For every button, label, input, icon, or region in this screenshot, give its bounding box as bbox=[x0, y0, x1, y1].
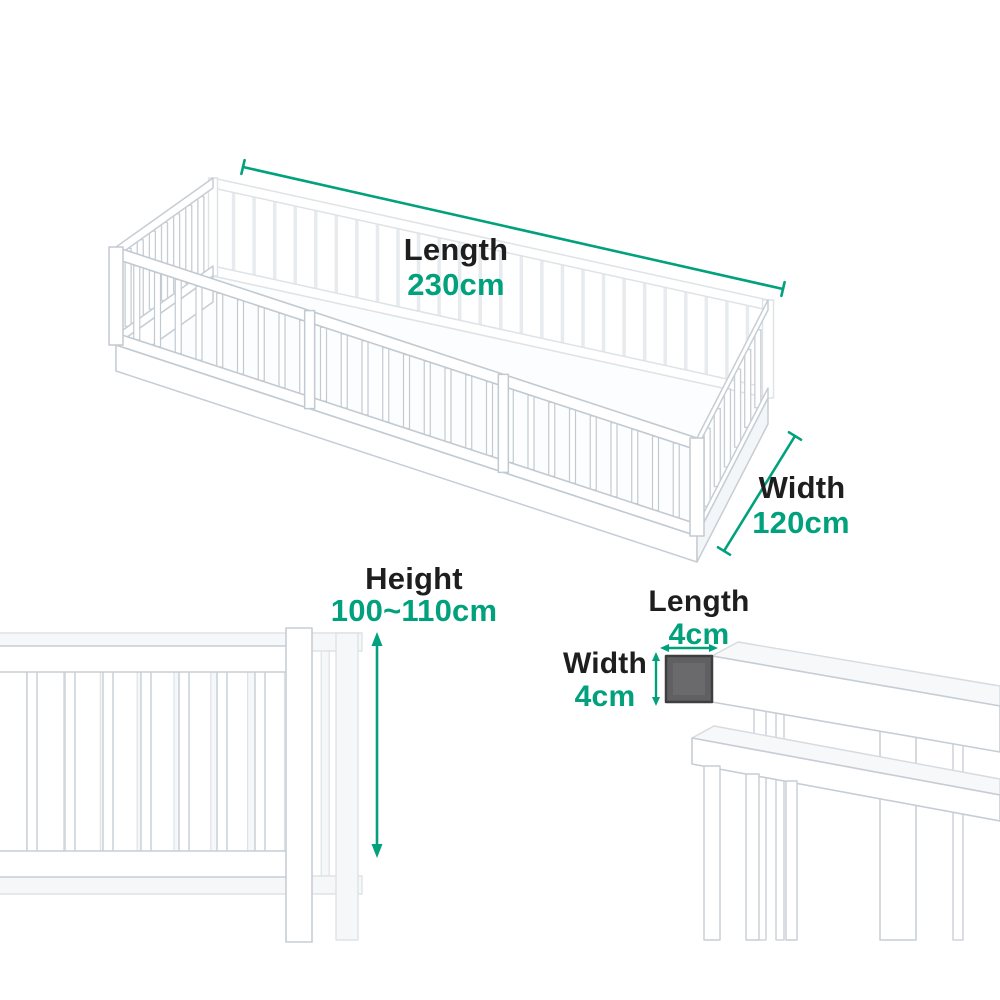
tube-length-dimension-value: 4cm bbox=[668, 618, 730, 651]
length-dimension-value: 230cm bbox=[407, 267, 505, 302]
height-dimension-label: Height bbox=[365, 561, 463, 596]
corner-tube-detail-illustration bbox=[664, 641, 1000, 941]
front-view-railing-illustration bbox=[0, 627, 363, 943]
dimension-lines bbox=[240, 158, 803, 858]
isometric-railing-illustration bbox=[108, 177, 775, 563]
height-dimension-value: 100~110cm bbox=[330, 593, 498, 628]
tube-length-dimension-label: Length bbox=[648, 585, 750, 618]
tube-width-dimension-value: 4cm bbox=[574, 680, 636, 713]
width-dimension-value: 120cm bbox=[752, 505, 850, 540]
length-dimension-label: Length bbox=[403, 232, 509, 267]
width-dimension-label: Width bbox=[758, 470, 846, 505]
tube-width-dimension-label: Width bbox=[562, 647, 648, 680]
